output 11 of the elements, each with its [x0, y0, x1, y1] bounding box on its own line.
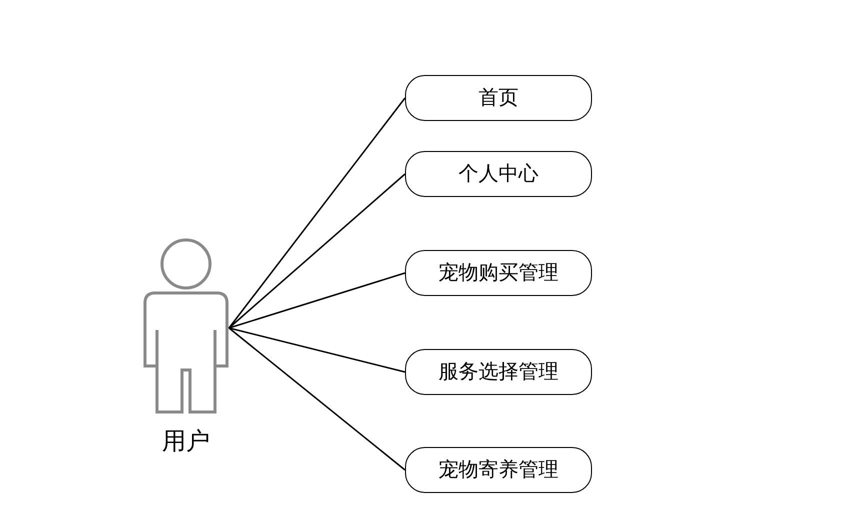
actor-label: 用户: [162, 430, 210, 454]
connector-line: [228, 98, 406, 328]
connector-line: [228, 272, 406, 329]
use-case-label: 首页: [478, 86, 518, 111]
connector-line: [228, 173, 406, 329]
connector-line: [228, 327, 406, 471]
connector-line: [228, 327, 406, 373]
use-case-label: 个人中心: [458, 162, 538, 187]
use-case-label: 服务选择管理: [438, 360, 558, 385]
use-case-label: 宠物寄养管理: [438, 458, 558, 483]
use-case-label: 宠物购买管理: [438, 261, 558, 286]
